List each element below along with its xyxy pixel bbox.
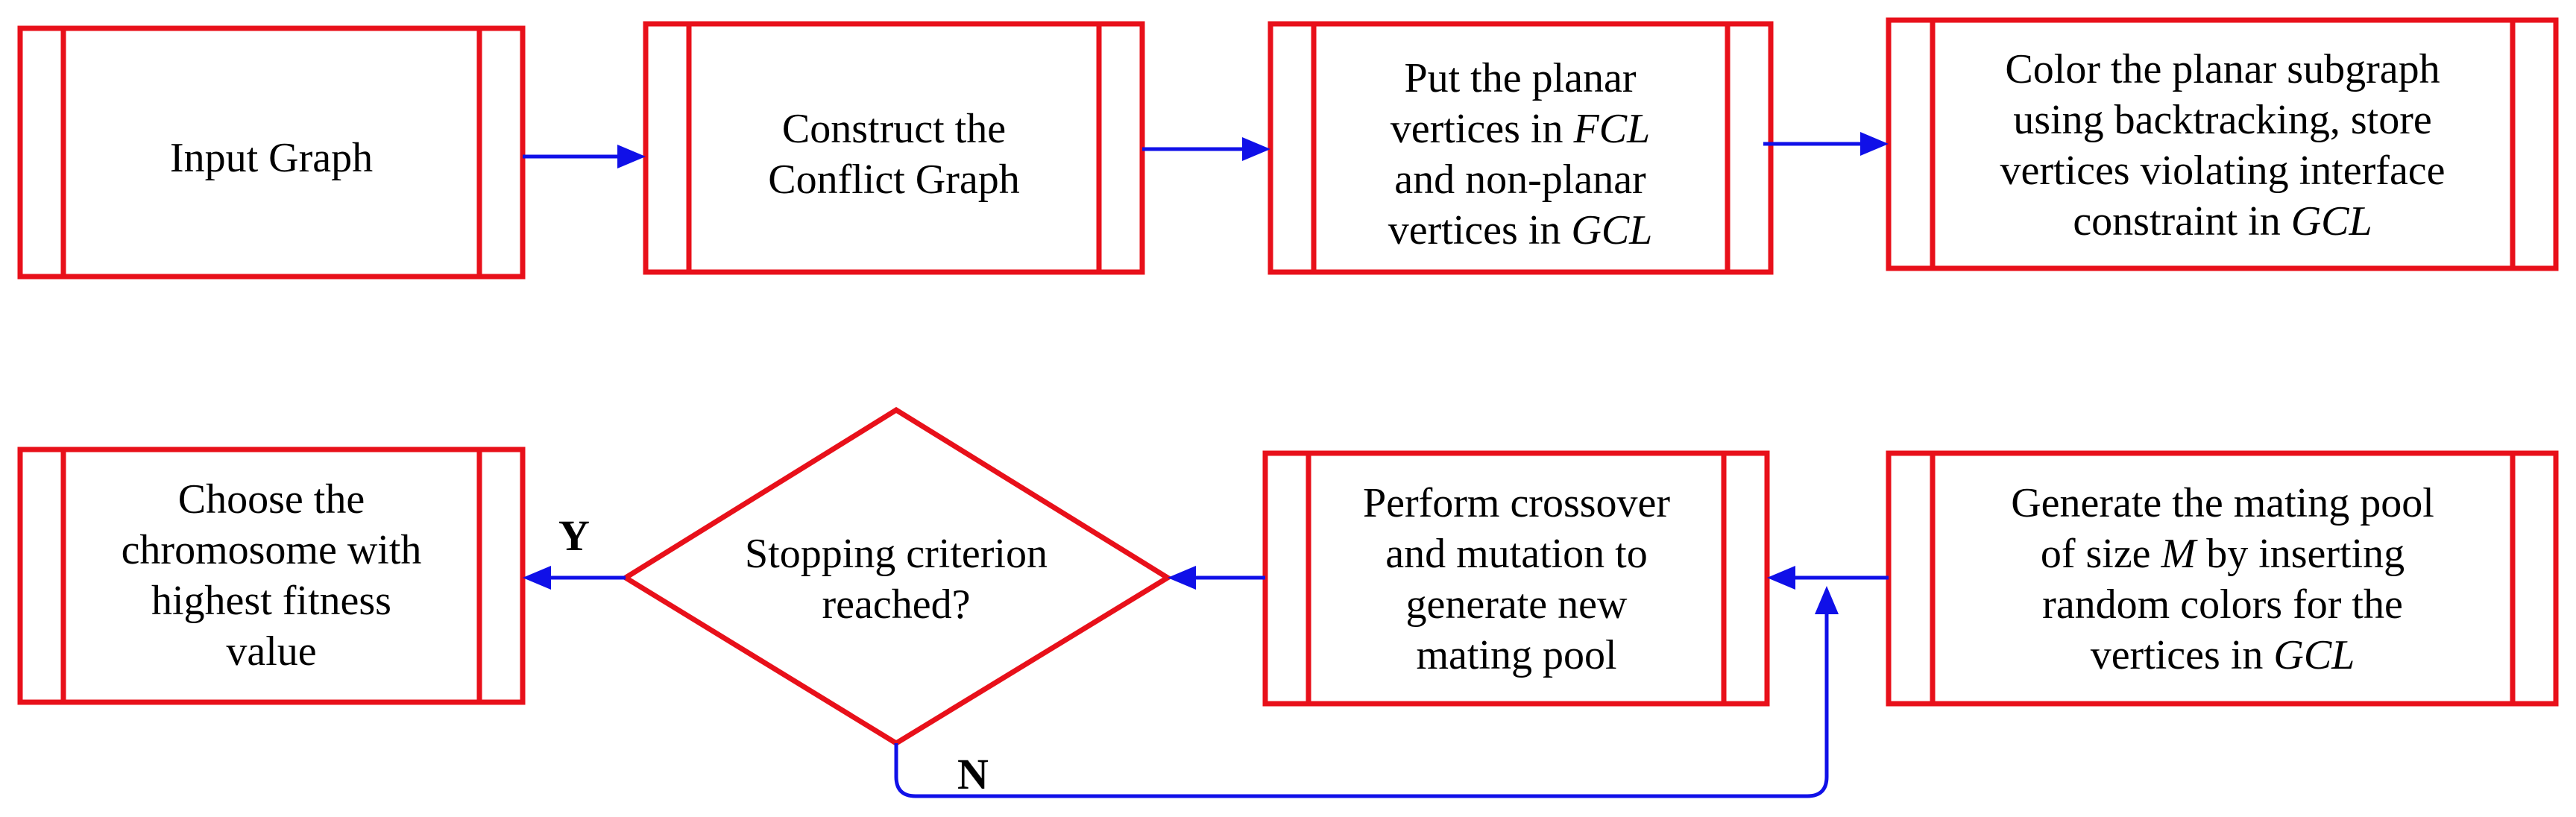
label-text: Stopping criterion	[745, 531, 1048, 577]
yes-label: Y	[558, 511, 590, 560]
label-text: of size	[2041, 531, 2161, 577]
arrow-input-to-construct	[523, 145, 646, 168]
arrow-construct-to-put	[1142, 137, 1270, 161]
label-text: GCL	[2291, 198, 2372, 245]
input-graph-label: Input Graph	[170, 135, 373, 181]
label-text: constraint in	[2073, 198, 2290, 245]
label-text: random colors for the	[2042, 581, 2403, 628]
label-text: generate new	[1406, 581, 1628, 628]
generate-mating-pool-box: Generate the mating pool of size M by ins…	[1886, 450, 2559, 707]
label-text: vertices in	[2091, 632, 2274, 678]
label-text: chromosome with	[122, 527, 422, 573]
no-label: N	[957, 750, 989, 798]
arrow-generate-to-crossover	[1767, 566, 1889, 590]
label-text: by inserting	[2196, 531, 2405, 577]
label-text: Put the planar	[1404, 55, 1636, 101]
label-text: Generate the mating pool	[2011, 480, 2434, 526]
label-text: using backtracking, store	[2013, 97, 2431, 143]
color-planar-subgraph-label: Color the planar subgraph using backtrack…	[2000, 46, 2445, 245]
label-text: highest fitness	[151, 578, 391, 624]
label-text: FCL	[1572, 106, 1650, 152]
label-text: GCL	[2273, 632, 2355, 678]
arrow-no-loop-back	[894, 586, 1839, 798]
generate-mating-pool-label: Generate the mating pool of size M by ins…	[2011, 480, 2434, 678]
label-text: Conflict Graph	[768, 157, 1019, 203]
label-text: Color the planar subgraph	[2005, 46, 2440, 92]
label-text: Choose the	[178, 476, 365, 523]
label-text: vertices in	[1391, 106, 1574, 152]
label-text: Construct the	[782, 106, 1006, 152]
label-text: Perform crossover	[1363, 480, 1670, 526]
arrow-yes-to-choose	[523, 566, 626, 590]
label-text: and non-planar	[1394, 157, 1646, 203]
input-graph-box: Input Graph	[17, 25, 526, 280]
color-planar-subgraph-box: Color the planar subgraph using backtrack…	[1886, 17, 2559, 271]
put-planar-vertices-box: Put the planar vertices in FCL and non-pla…	[1267, 21, 1774, 275]
label-text: reached?	[822, 581, 971, 628]
put-planar-vertices-label: Put the planar vertices in FCL and non-pla…	[1388, 55, 1653, 253]
label-text: value	[226, 628, 316, 675]
label-text: vertices violating interface	[2000, 148, 2445, 194]
label-text: Input Graph	[170, 135, 373, 181]
arrow-put-to-color	[1763, 132, 1889, 156]
label-text: GCL	[1571, 207, 1652, 253]
arrow-crossover-to-decision	[1168, 566, 1265, 590]
label-text: and mutation to	[1385, 531, 1648, 577]
label-text: mating pool	[1416, 632, 1616, 678]
label-text: vertices in	[1388, 207, 1572, 253]
label-text: M	[2161, 531, 2199, 577]
